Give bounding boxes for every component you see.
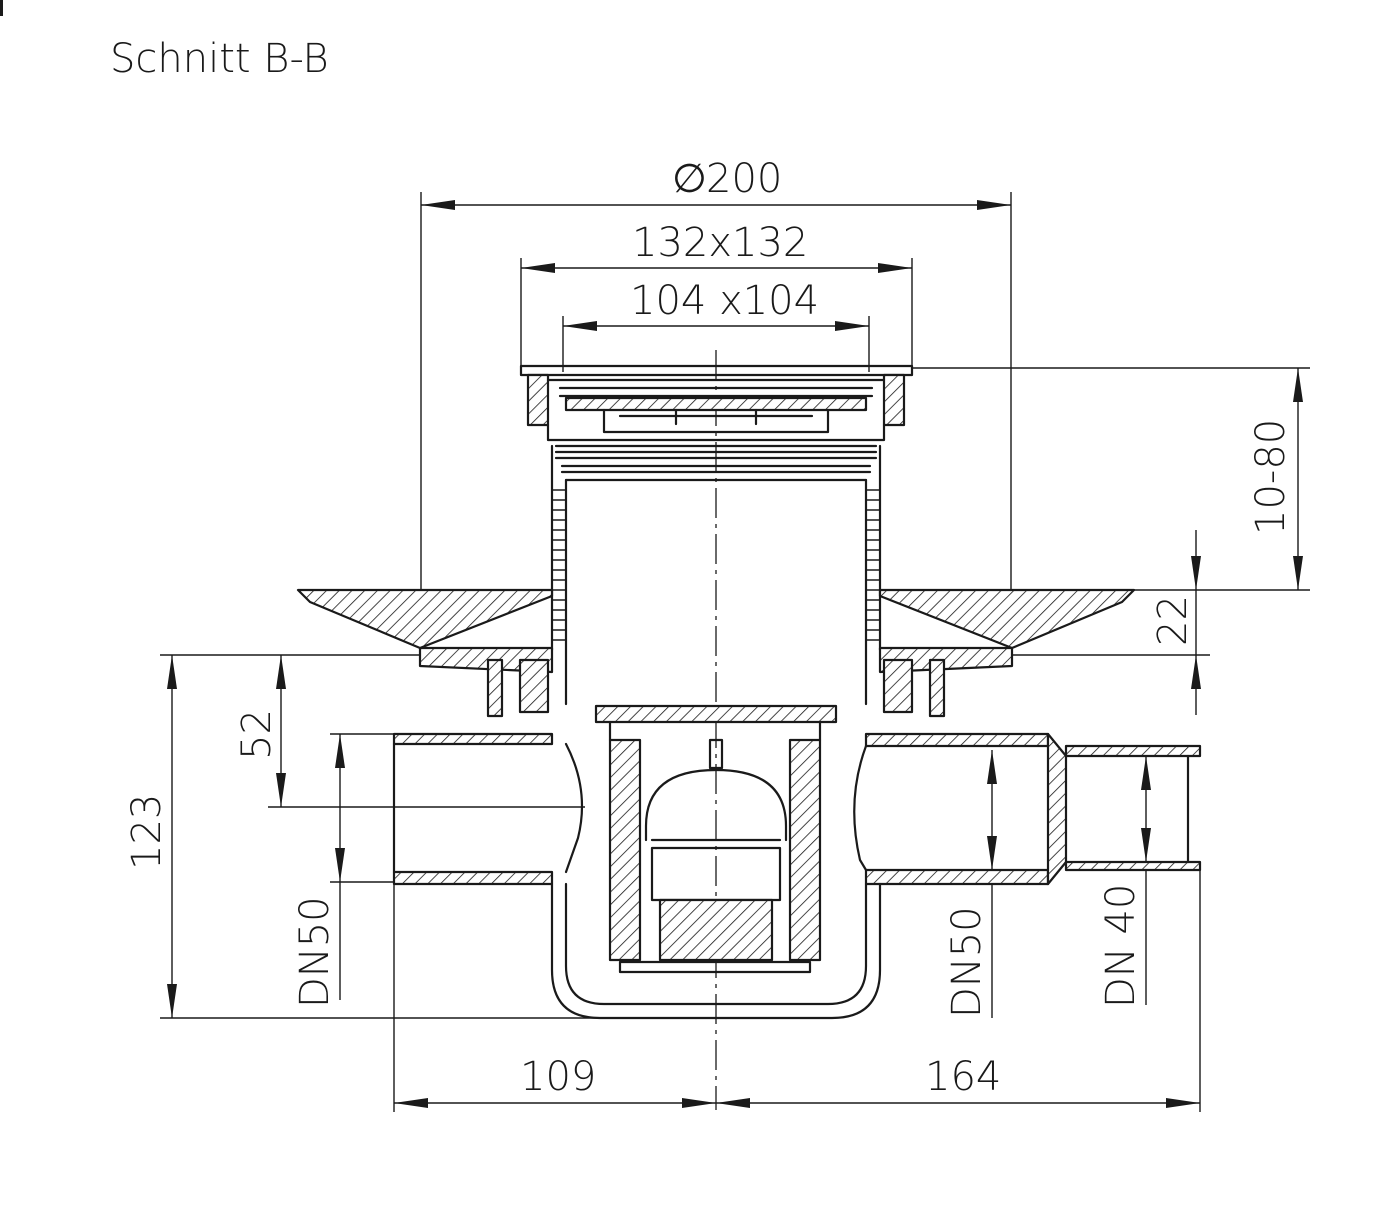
trap-housing — [550, 704, 882, 1020]
dim-inlet-left: DN50 — [292, 733, 405, 1008]
corner-mark — [0, 0, 3, 16]
dim-flange-height-label: 22 — [1150, 595, 1196, 646]
dim-grate-outer: 132x132 — [520, 220, 913, 372]
dim-height-adjust-label: 10-80 — [1248, 419, 1294, 535]
dim-height-adjust: 10-80 — [912, 367, 1310, 591]
dim-inlet-left-label: DN50 — [292, 896, 338, 1008]
dim-diameter-symbol: ∅ — [672, 156, 707, 202]
dim-outlet-reduced: DN 40 — [1098, 756, 1151, 1008]
dim-outlet-right-label: DN50 — [944, 906, 990, 1018]
pipe-left — [392, 732, 584, 886]
riser-body — [550, 444, 882, 706]
dim-lengths: 109 164 — [393, 862, 1201, 1112]
pipe-right — [853, 732, 1202, 886]
dim-grate-inner: 104 x104 — [562, 278, 870, 372]
grate-frame — [519, 364, 914, 482]
section-title: Schnitt B-B — [110, 36, 329, 82]
dim-outlet-offset: 52 — [234, 655, 585, 808]
dim-diameter-value: 200 — [706, 156, 782, 202]
dim-total-height-label: 123 — [124, 794, 170, 870]
dim-length-left-label: 109 — [520, 1054, 596, 1100]
dim-grate-outer-label: 132x132 — [632, 220, 808, 266]
dim-length-right-label: 164 — [925, 1054, 1001, 1100]
flange-wings — [296, 588, 1136, 718]
dim-grate-inner-label: 104 x104 — [630, 278, 819, 324]
dim-outlet-reduced-label: DN 40 — [1098, 884, 1144, 1008]
dim-flange-height: 22 — [1010, 530, 1210, 715]
dim-outlet-offset-label: 52 — [234, 709, 280, 760]
dim-diameter-200: ∅ 200 — [420, 156, 1012, 655]
dim-total-height: 123 — [124, 654, 600, 1019]
dim-outlet-right: DN50 — [944, 750, 997, 1018]
